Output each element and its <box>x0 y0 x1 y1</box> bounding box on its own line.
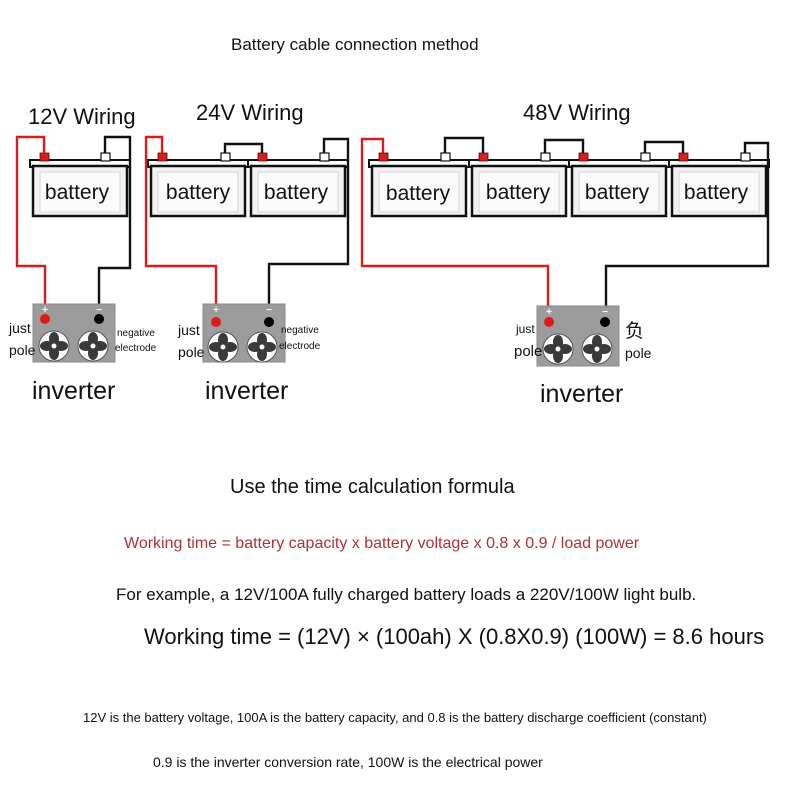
battery-label: battery <box>486 181 551 204</box>
battery-label: battery <box>386 182 451 205</box>
battery-label: battery <box>264 181 329 204</box>
negative-terminal <box>600 317 610 327</box>
battery-48v-2: battery <box>468 152 570 218</box>
wire-black-48v <box>604 141 770 310</box>
fan-icon <box>38 330 70 362</box>
battery-24v-1: battery <box>147 152 249 218</box>
formula-general: Working time = battery capacity x batter… <box>124 535 640 552</box>
fan-icon <box>581 333 613 365</box>
positive-pole-label: pole <box>178 344 205 360</box>
svg-text:−: − <box>96 305 102 316</box>
wire-red-12v <box>15 135 47 310</box>
negative-pole-label: electrode <box>115 343 157 354</box>
wire-red-48v <box>360 137 550 310</box>
battery-48v-4: battery <box>668 152 770 218</box>
inverter-label: inverter <box>205 377 289 405</box>
negative-pole-label: pole <box>625 345 652 361</box>
wire-black-12v <box>97 135 132 310</box>
positive-pole-label: just <box>516 322 535 336</box>
battery-48v-3: battery <box>568 152 670 218</box>
inverter-24v: + − <box>202 303 286 363</box>
wiring-diagram: battery battery battery battery <box>15 135 770 367</box>
battery-label: battery <box>166 181 231 204</box>
fan-icon <box>207 331 239 363</box>
battery-label: battery <box>684 181 749 204</box>
svg-text:−: − <box>266 305 272 316</box>
svg-text:+: + <box>213 305 219 316</box>
example-intro: For example, a 12V/100A fully charged ba… <box>116 585 697 604</box>
inverter-label: inverter <box>540 380 624 408</box>
positive-pole-label: pole <box>9 342 36 358</box>
battery-label: battery <box>585 181 650 204</box>
heading-48v-wiring: 48V Wiring <box>523 100 631 125</box>
heading-12v-wiring: 12V Wiring <box>28 104 136 129</box>
negative-terminal <box>94 314 104 324</box>
note-voltage-capacity: 12V is the battery voltage, 100A is the … <box>83 710 707 725</box>
page-title: Battery cable connection method <box>231 35 479 54</box>
inverter-48v: + − <box>536 305 620 367</box>
wire-series-24v <box>223 142 264 153</box>
svg-text:+: + <box>42 305 48 316</box>
wire-series-48v-2 <box>543 138 585 153</box>
inverter-label: inverter <box>32 377 116 405</box>
formula-heading: Use the time calculation formula <box>230 476 515 498</box>
positive-pole-label: just <box>178 322 200 338</box>
svg-text:−: − <box>602 307 608 318</box>
positive-terminal <box>40 314 50 324</box>
note-inverter-rate: 0.9 is the inverter conversion rate, 100… <box>153 754 543 770</box>
positive-pole-label: pole <box>514 343 543 360</box>
fan-icon <box>246 331 278 363</box>
fan-icon <box>542 333 574 365</box>
negative-pole-label: 负 <box>625 320 645 342</box>
wire-black-24v <box>267 137 350 310</box>
battery-label: battery <box>45 181 110 204</box>
battery-24v-2: battery <box>247 152 349 218</box>
battery-12v-1: battery <box>29 152 131 218</box>
positive-pole-label: just <box>9 320 31 336</box>
inverter-12v: + − <box>32 303 116 363</box>
positive-terminal <box>544 317 554 327</box>
negative-pole-label: negative <box>117 328 155 339</box>
negative-terminal <box>264 317 274 327</box>
positive-terminal <box>211 317 221 327</box>
negative-pole-label: negative <box>281 325 319 336</box>
wire-red-24v <box>144 135 218 310</box>
wire-series-48v-3 <box>643 140 685 153</box>
example-calculation: Working time = (12V) × (100ah) X (0.8X0.… <box>144 624 765 649</box>
battery-48v-1: battery <box>368 152 470 218</box>
heading-24v-wiring: 24V Wiring <box>196 100 304 125</box>
wire-series-48v-1 <box>443 136 485 153</box>
negative-pole-label: electrode <box>279 341 321 352</box>
fan-icon <box>77 330 109 362</box>
svg-text:+: + <box>546 307 552 318</box>
